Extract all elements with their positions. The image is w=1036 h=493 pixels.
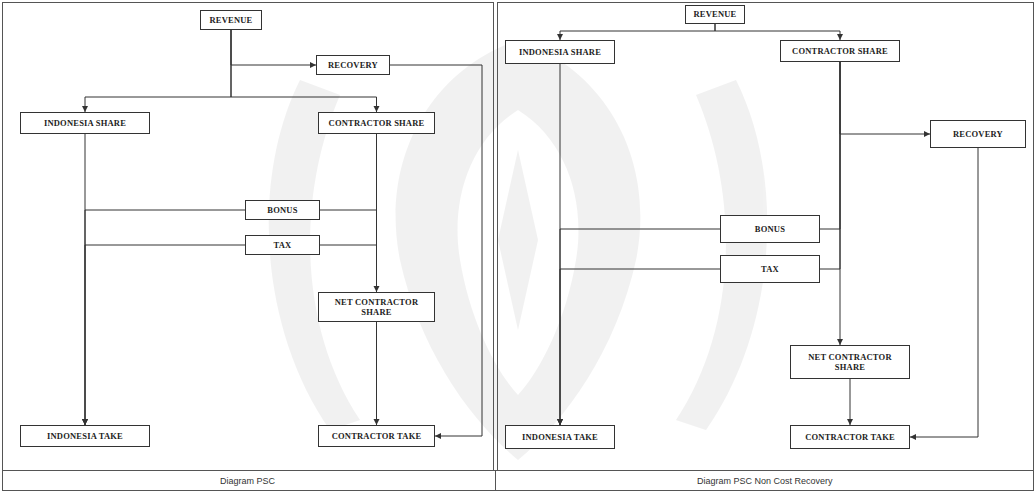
process-box: TAX — [245, 235, 320, 255]
box-label: REVENUE — [694, 9, 737, 19]
flow-arrow — [557, 24, 715, 40]
flow-arrow — [820, 62, 840, 269]
box-label: RECOVERY — [953, 129, 1003, 139]
flow-arrow — [82, 210, 245, 425]
process-box: BONUS — [720, 215, 820, 243]
flow-arrow — [557, 64, 563, 425]
box-label: INDONESIA TAKE — [47, 431, 123, 441]
box-label: INDONESIA SHARE — [44, 118, 126, 128]
process-box: RECOVERY — [316, 55, 390, 75]
process-box: CONTRACTOR TAKE — [318, 425, 435, 447]
flow-arrow — [820, 62, 840, 229]
flow-arrow — [557, 269, 720, 425]
process-box: INDONESIA SHARE — [505, 40, 615, 64]
process-box: INDONESIA TAKE — [505, 425, 615, 449]
flow-arrow — [82, 245, 245, 425]
box-label: NET CONTRACTOR SHARE — [797, 352, 903, 372]
process-box: RECOVERY — [930, 120, 1026, 148]
flow-arrow — [840, 62, 930, 137]
box-label: CONTRACTOR TAKE — [332, 431, 422, 441]
flow-arrow — [82, 134, 88, 425]
process-box: NET CONTRACTOR SHARE — [790, 345, 910, 379]
process-box: CONTRACTOR SHARE — [780, 40, 900, 62]
diagram-caption: Diagram PSC Non Cost Recovery — [697, 476, 833, 486]
box-label: CONTRACTOR SHARE — [329, 118, 425, 128]
process-box: BONUS — [245, 200, 320, 220]
flow-arrow — [320, 134, 377, 245]
flow-arrow — [82, 30, 231, 112]
box-label: TAX — [761, 264, 779, 274]
diagram-caption: Diagram PSC — [220, 476, 275, 486]
box-label: BONUS — [755, 224, 785, 234]
box-label: RECOVERY — [328, 60, 378, 70]
flow-arrow — [847, 379, 853, 425]
box-label: NET CONTRACTOR SHARE — [325, 297, 428, 317]
box-label: CONTRACTOR SHARE — [792, 46, 888, 56]
panel-frame — [3, 3, 1034, 491]
flow-arrow — [231, 30, 316, 68]
flow-arrow — [910, 148, 978, 440]
flow-arrow — [557, 229, 720, 425]
box-label: INDONESIA TAKE — [522, 432, 598, 442]
box-label: CONTRACTOR TAKE — [805, 432, 895, 442]
process-box: TAX — [720, 255, 820, 283]
process-box: NET CONTRACTOR SHARE — [318, 292, 435, 322]
watermark — [269, 40, 768, 460]
process-box: REVENUE — [685, 5, 745, 24]
process-box: INDONESIA TAKE — [20, 425, 150, 447]
process-box: INDONESIA SHARE — [20, 112, 150, 134]
process-box: CONTRACTOR SHARE — [318, 112, 435, 134]
flow-arrow — [715, 24, 843, 40]
process-box: REVENUE — [200, 10, 262, 30]
flow-arrow — [837, 62, 843, 345]
box-label: TAX — [274, 240, 292, 250]
flow-arrow — [374, 134, 380, 292]
process-box: CONTRACTOR TAKE — [790, 425, 910, 449]
box-label: INDONESIA SHARE — [519, 47, 601, 57]
box-label: BONUS — [267, 205, 297, 215]
flow-arrow — [320, 134, 377, 210]
flow-arrow — [374, 322, 380, 425]
box-label: REVENUE — [210, 15, 253, 25]
